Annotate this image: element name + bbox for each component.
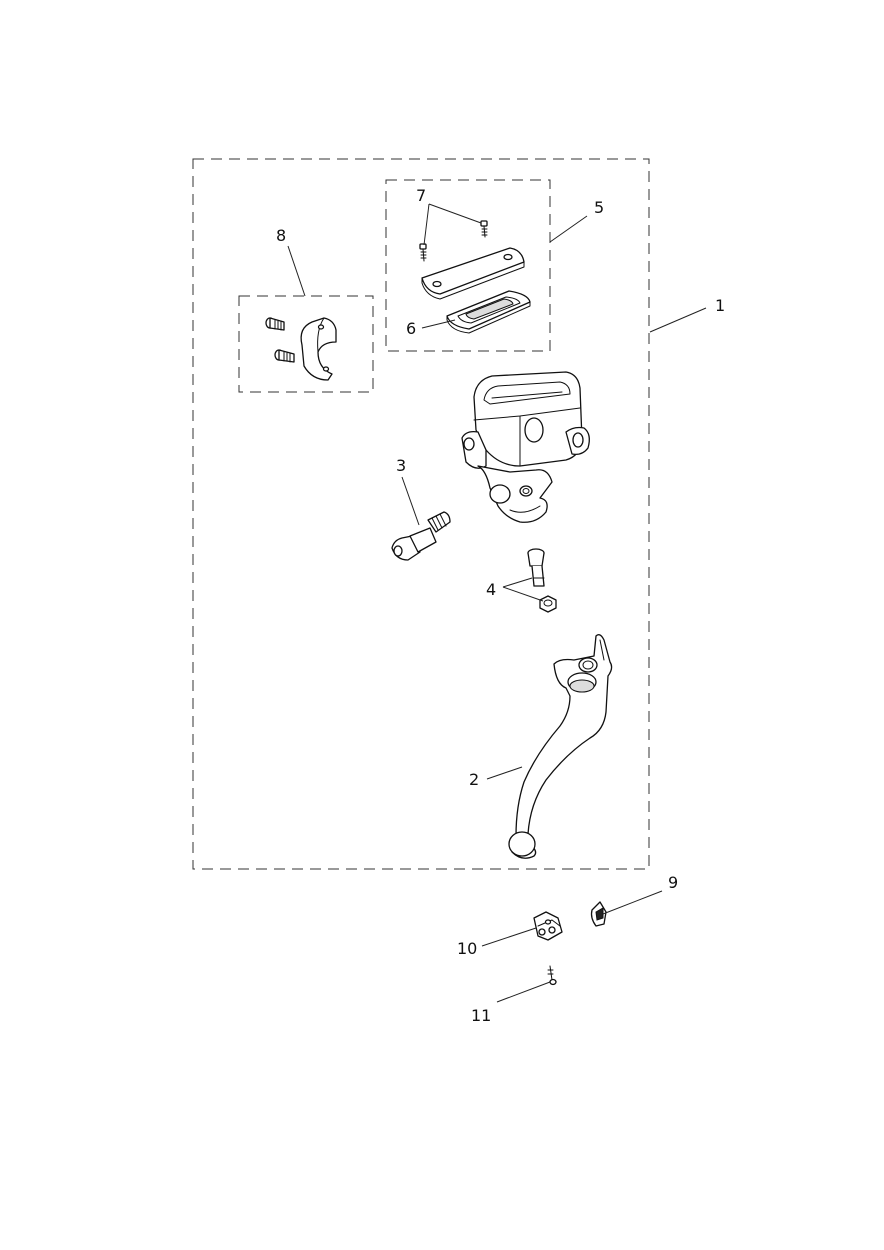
callout-10: 10 [457,939,477,958]
leader-line-11 [496,981,551,1003]
callout-1: 1 [715,296,725,315]
leader-line-9 [602,890,663,915]
clip-icon [590,901,607,927]
handlebar-clamp-icon [300,317,337,381]
kit-box-master-cylinder-assembly [192,158,650,870]
callout-6: 6 [406,319,416,338]
callout-9: 9 [668,873,678,892]
kit-box-reservoir-cap-kit [385,179,551,352]
pivot-bolt-icon [527,548,545,587]
leader-line-5 [549,215,588,243]
leader-line-10 [481,927,537,947]
leader-line-7b [428,203,482,224]
callout-4: 4 [486,580,496,599]
leader-line-4b [502,586,544,602]
reservoir-cap-icon [421,247,525,300]
brake-light-switch-icon [391,511,451,561]
diaphragm-icon [446,290,531,334]
leader-line-8 [287,245,306,297]
callout-11: 11 [471,1006,491,1025]
cap-screw-icon [419,243,427,262]
kit-box-clamp-kit [238,295,374,393]
callout-8: 8 [276,226,286,245]
leader-line-2 [486,766,523,780]
clamp-bolt-icon [274,349,295,363]
leader-line-4a [502,577,533,588]
clamp-bolt-icon [265,317,285,331]
cap-screw-icon [480,220,488,238]
small-screw-icon [547,965,557,986]
bracket-icon [533,911,563,941]
leader-line-1 [649,307,707,333]
pivot-nut-icon [539,595,557,613]
callout-3: 3 [396,456,406,475]
leader-line-6 [421,319,456,329]
leader-line-7a [423,203,430,246]
callout-5: 5 [594,198,604,217]
brake-lever-icon [508,634,613,859]
callout-7: 7 [416,186,426,205]
leader-line-3 [401,476,420,526]
callout-2: 2 [469,770,479,789]
master-cylinder-body-icon [461,371,590,523]
